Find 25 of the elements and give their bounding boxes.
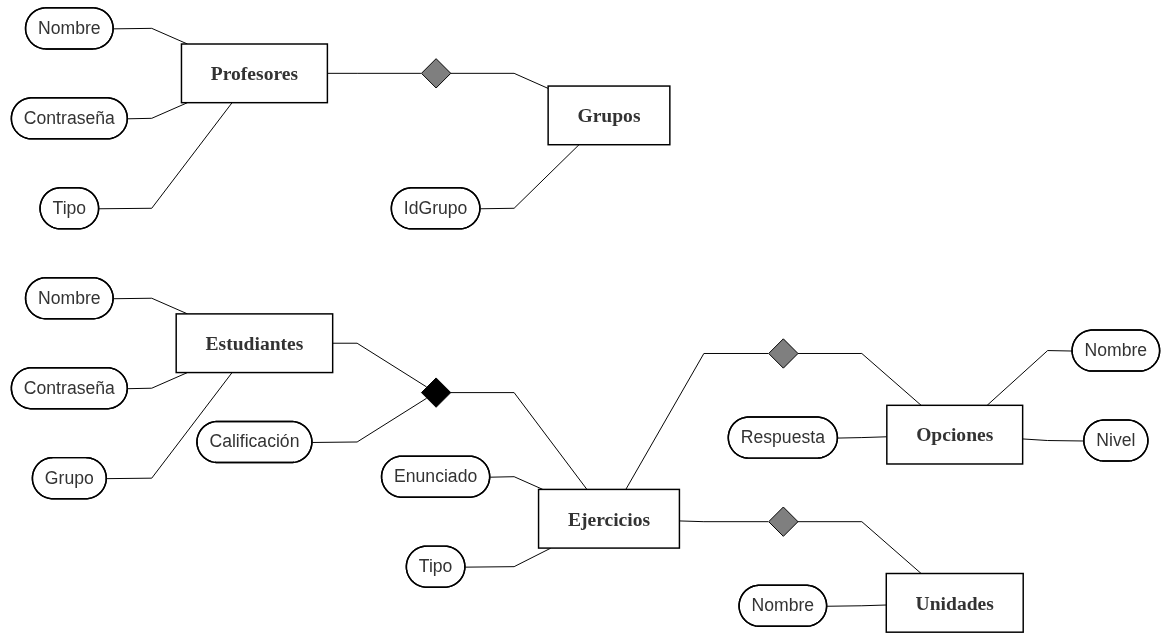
- connector: [311, 397, 428, 443]
- connector: [479, 144, 580, 210]
- connector: [98, 102, 233, 210]
- connector: [797, 521, 922, 574]
- node-box: Opciones: [886, 404, 1024, 465]
- connector: [489, 476, 544, 490]
- connector: [625, 353, 769, 490]
- node-box: Profesores: [180, 43, 329, 104]
- connector: [449, 392, 588, 490]
- connector: [127, 372, 188, 390]
- node-box: Estudiantes: [175, 313, 334, 374]
- connector: [332, 342, 428, 388]
- connector: [106, 372, 233, 480]
- connector: [113, 27, 188, 45]
- node-box: Ejercicios: [537, 488, 681, 549]
- connector: [449, 72, 549, 89]
- node-diamond: [420, 58, 452, 89]
- node-diamond: [420, 377, 452, 408]
- node-diamond: [768, 338, 799, 369]
- node-box: Unidades: [885, 572, 1024, 633]
- connector: [797, 353, 922, 406]
- node-diamond: [768, 506, 799, 537]
- connector: [127, 102, 188, 120]
- node-box: Grupos: [547, 85, 671, 146]
- connector: [826, 604, 887, 607]
